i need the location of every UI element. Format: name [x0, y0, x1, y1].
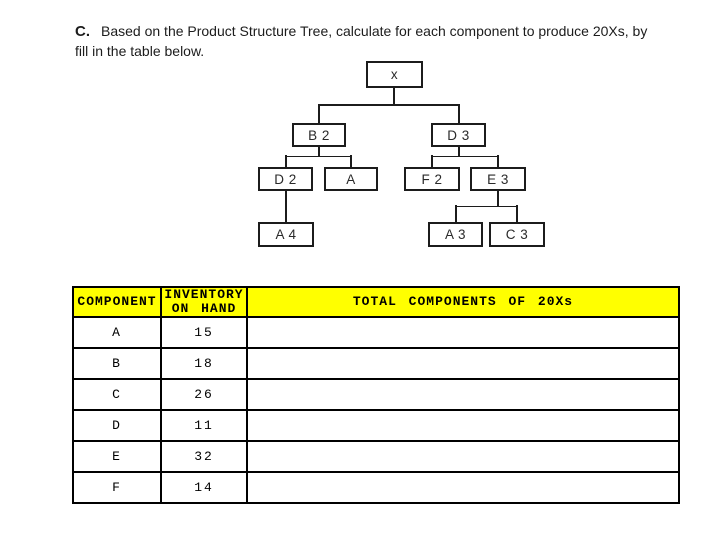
- tree-node-c3: C 3: [489, 222, 545, 247]
- component-cell: D: [72, 409, 162, 442]
- total-cell: [246, 378, 680, 411]
- tree-connector-d3-children: [431, 155, 498, 157]
- col-header-total: TOTAL COMPONENTS OF 20Xs: [246, 286, 680, 318]
- total-cell: [246, 409, 680, 442]
- tree-connector-to-b2: [318, 104, 320, 123]
- col-header-component: COMPONENT: [72, 286, 162, 318]
- tree-node-b2: B 2: [292, 123, 346, 147]
- component-cell: B: [72, 347, 162, 380]
- tree-connector-b2-children: [285, 155, 352, 157]
- total-cell: [246, 347, 680, 380]
- tree-node-a: A: [324, 167, 378, 191]
- total-cell: [246, 440, 680, 473]
- inventory-cell: 18: [160, 347, 248, 380]
- table-row: A 15: [72, 316, 680, 349]
- table-row: E 32: [72, 440, 680, 473]
- component-cell: E: [72, 440, 162, 473]
- tree-connector-to-f2: [431, 155, 433, 167]
- component-cell: C: [72, 378, 162, 411]
- component-cell: F: [72, 471, 162, 504]
- tree-connector-x-down: [393, 88, 395, 105]
- inventory-cell: 32: [160, 440, 248, 473]
- tree-connector-e3-down: [497, 190, 499, 207]
- total-cell: [246, 316, 680, 349]
- col-header-inventory-line1: INVENTORY: [164, 287, 244, 302]
- tree-connector-to-e3: [497, 155, 499, 167]
- tree-node-d3: D 3: [431, 123, 486, 147]
- component-cell: A: [72, 316, 162, 349]
- question-text-line2: fill in the table below.: [75, 42, 205, 59]
- inventory-cell: 11: [160, 409, 248, 442]
- tree-connector-to-c3: [516, 205, 518, 222]
- tree-node-x: x: [366, 61, 423, 88]
- total-cell: [246, 471, 680, 504]
- tree-connector-to-d2: [285, 155, 287, 167]
- tree-node-d2: D 2: [258, 167, 313, 191]
- table-row: F 14: [72, 471, 680, 504]
- question-text-line1: Based on the Product Structure Tree, cal…: [101, 23, 648, 39]
- tree-node-a3: A 3: [428, 222, 483, 247]
- tree-node-a4: A 4: [258, 222, 314, 247]
- tree-connector-d3-down: [458, 147, 460, 157]
- tree-node-e3: E 3: [470, 167, 526, 191]
- inventory-cell: 26: [160, 378, 248, 411]
- inventory-cell: 14: [160, 471, 248, 504]
- tree-connector-b2-down: [318, 147, 320, 157]
- tree-connector-to-a: [350, 155, 352, 167]
- tree-connector-d2-to-a4: [285, 190, 287, 222]
- product-structure-tree: x B 2 D 3 D 2 A F 2 E 3 A 4 A 3 C 3: [0, 0, 717, 270]
- question-letter: C.: [75, 23, 90, 40]
- tree-connector-e3-children: [455, 205, 517, 207]
- tree-node-f2: F 2: [404, 167, 460, 191]
- question-heading: C. Based on the Product Structure Tree, c…: [75, 22, 705, 61]
- tree-connector-to-a3: [455, 205, 457, 222]
- tree-connector-level1: [318, 104, 459, 106]
- table-row: D 11: [72, 409, 680, 442]
- tree-connector-to-d3: [458, 104, 460, 123]
- col-header-inventory-line2: ON HAND: [171, 301, 237, 316]
- table-row: B 18: [72, 347, 680, 380]
- inventory-cell: 15: [160, 316, 248, 349]
- table-row: C 26: [72, 378, 680, 411]
